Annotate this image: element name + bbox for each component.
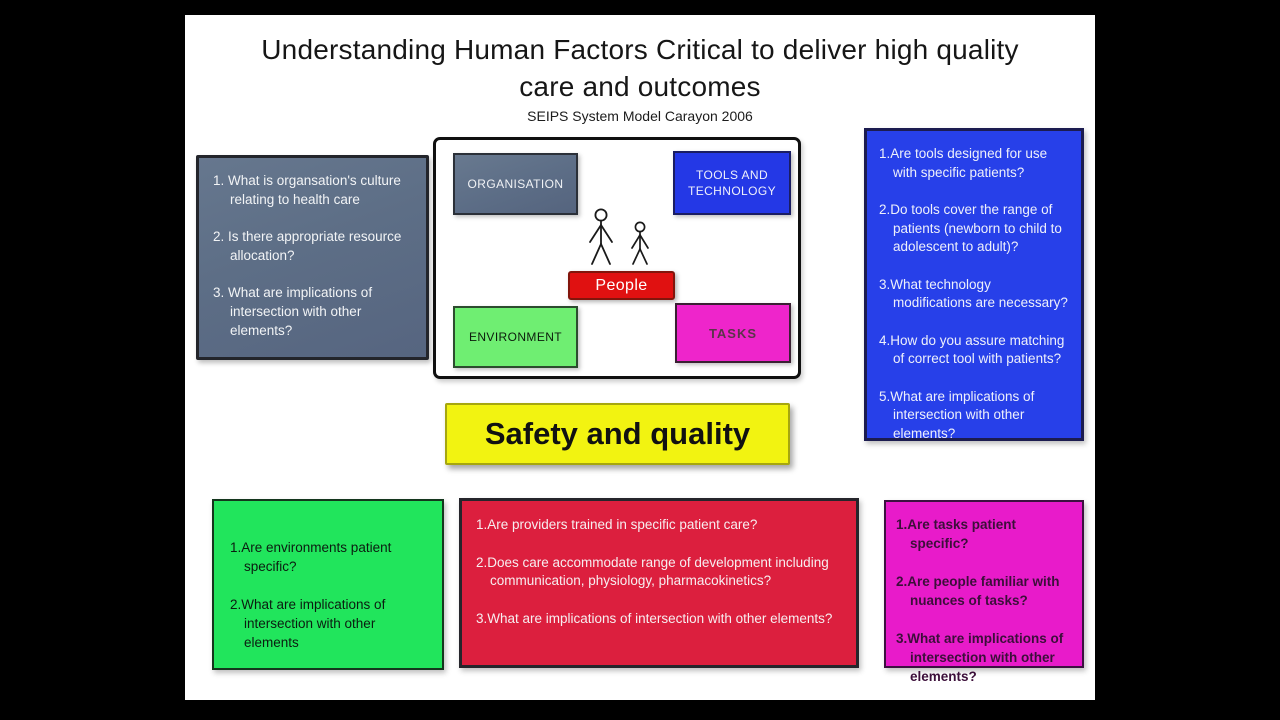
question-item: 5.What are implications of intersection … [879,388,1035,441]
child-stick-figure-icon [631,221,649,265]
tools-questions-box: 1.Are tools designed for use with specif… [864,128,1084,441]
question-item: 3.What are implications of intersection … [896,631,1064,684]
question-item: 3.What technology modifications are nece… [879,276,1068,311]
question-item: 1.Are tools designed for use with specif… [879,146,1048,180]
slide: Understanding Human Factors Critical to … [185,15,1095,700]
question-item: 3. What are implications of intersection… [213,285,373,338]
tools-technology-node: TOOLS AND TECHNOLOGY [673,151,791,215]
environment-questions-box: 1.Are environments patient specific? 2.W… [212,499,444,670]
question-item: 3.What are implications of intersection … [476,610,833,626]
people-node: People [568,271,675,300]
providers-questions-box: 1.Are providers trained in specific pati… [459,498,859,668]
page-subtitle: SEIPS System Model Carayon 2006 [527,108,753,124]
question-item: 2.Does care accommodate range of develop… [476,554,829,589]
question-item: 2.What are implications of intersection … [230,597,386,650]
seips-model-frame: ORGANISATION TOOLS AND TECHNOLOGY [433,137,801,379]
adult-stick-figure-icon [589,208,613,265]
question-item: 1. What is organsation's culture relatin… [213,173,401,207]
question-item: 1.Are tasks patient specific? [896,517,1017,551]
environment-node: ENVIRONMENT [453,306,578,368]
people-stick-figures-icon [589,208,649,265]
tasks-node: TASKS [675,303,791,363]
question-item: 1.Are providers trained in specific pati… [476,517,758,532]
safety-quality-banner: Safety and quality [445,403,790,465]
question-item: 2.Do tools cover the range of patients (… [879,202,1062,254]
organisation-node: ORGANISATION [453,153,578,215]
question-item: 4.How do you assure matching of correct … [879,332,1065,367]
question-item: 2.Are people familiar with nuances of ta… [896,574,1060,608]
page-title: Understanding Human Factors Critical to … [261,34,1019,102]
question-item: 2. Is there appropriate resource allocat… [213,229,402,263]
organisation-questions-box: 1. What is organsation's culture relatin… [196,155,429,360]
question-item: 1.Are environments patient specific? [230,540,392,574]
tasks-questions-box: 1.Are tasks patient specific? 2.Are peop… [884,500,1084,684]
